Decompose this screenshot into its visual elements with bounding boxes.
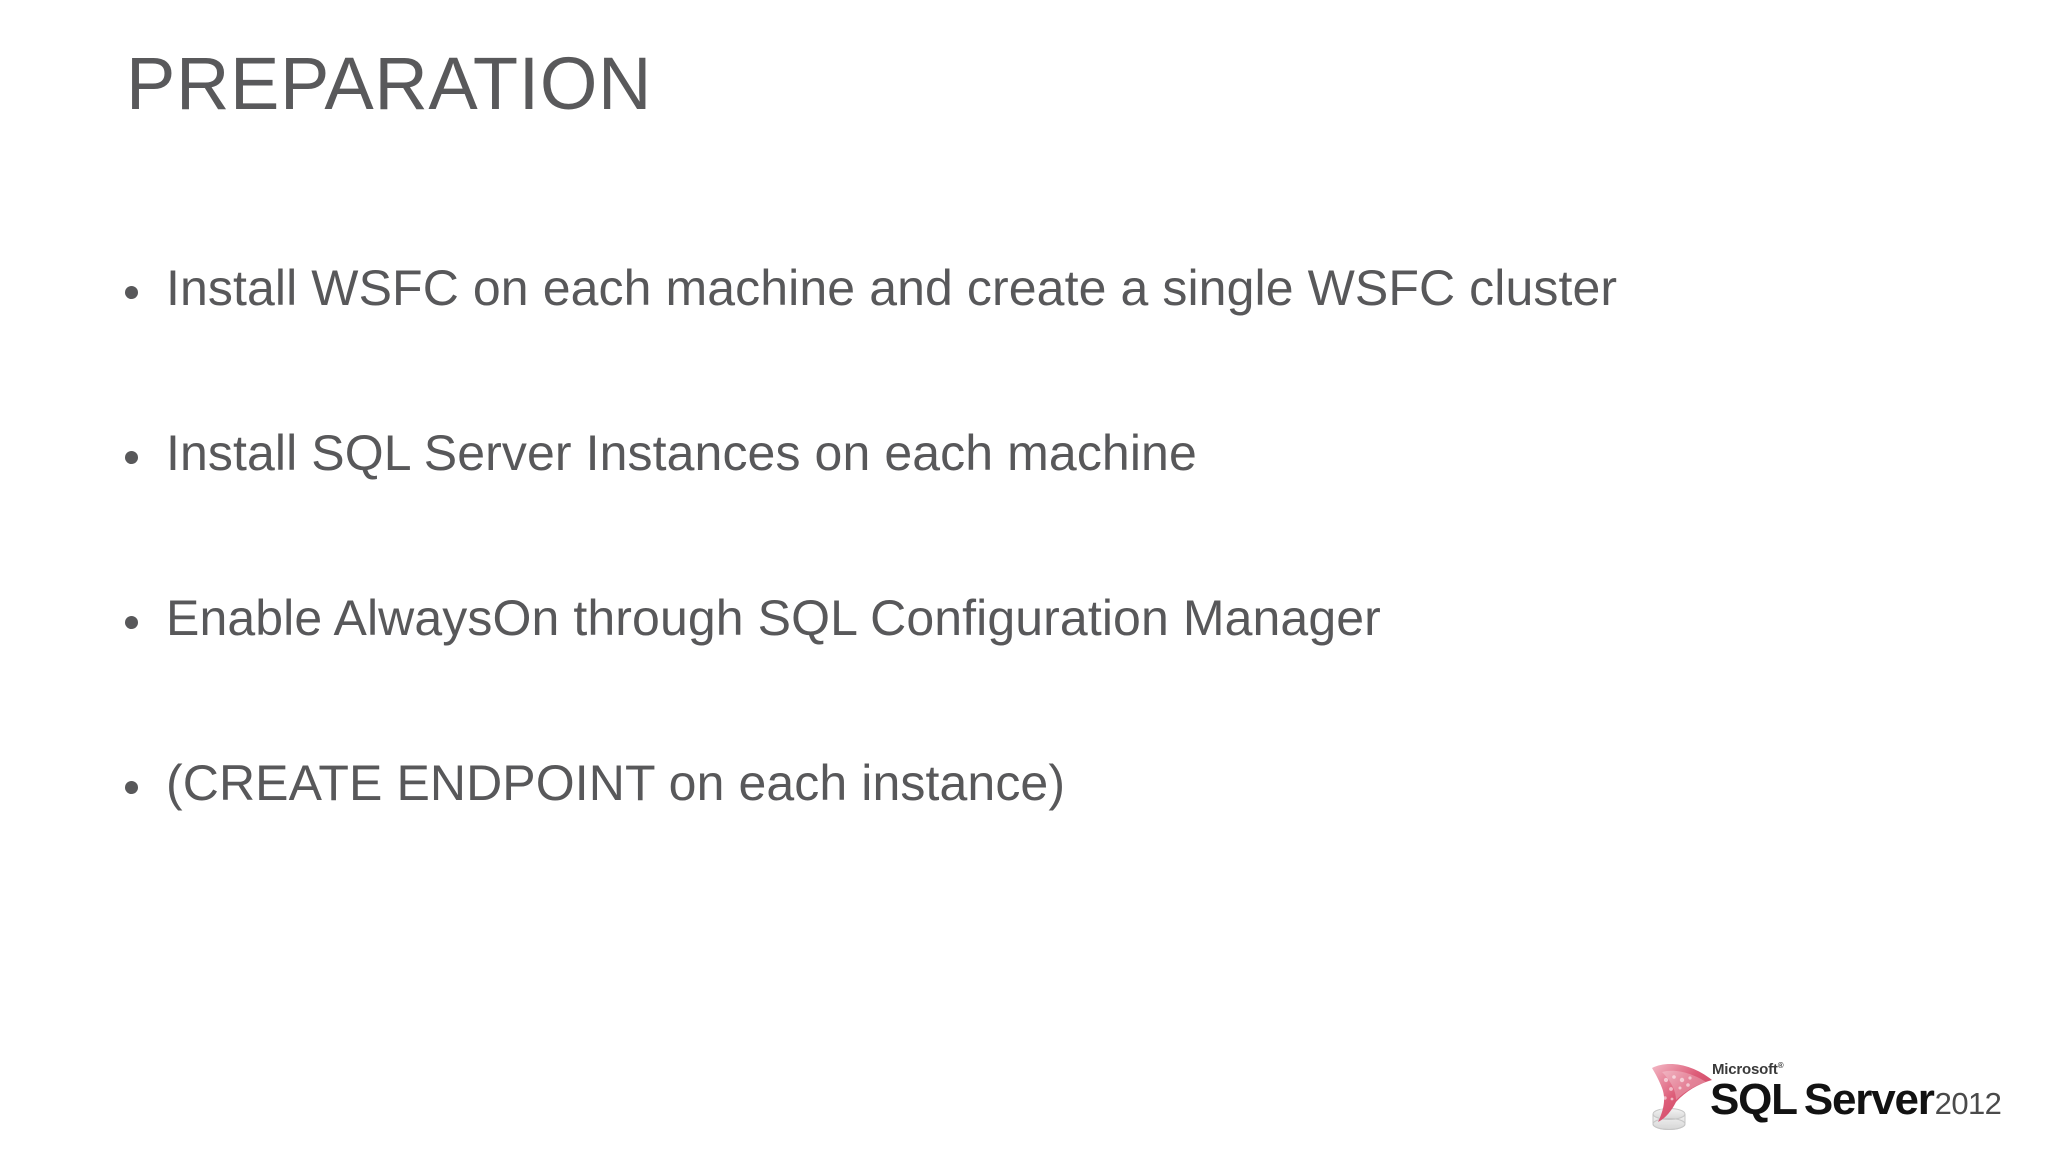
list-item: (CREATE ENDPOINT on each instance) [120, 753, 1940, 918]
sql-server-swoosh-icon [1652, 1064, 1712, 1130]
bullet-list: Install WSFC on each machine and create … [120, 258, 1940, 918]
registered-mark: ® [1777, 1061, 1784, 1070]
bullet-text: Install WSFC on each machine and create … [166, 260, 1618, 316]
bullet-dot-icon [125, 286, 138, 299]
bullet-dot-icon [125, 616, 138, 629]
list-item: Install SQL Server Instances on each mac… [120, 423, 1940, 588]
bullet-text: Install SQL Server Instances on each mac… [166, 425, 1197, 481]
microsoft-text: Microsoft [1712, 1061, 1778, 1078]
bullet-text: Enable AlwaysOn through SQL Configuratio… [166, 590, 1381, 646]
list-item: Install WSFC on each machine and create … [120, 258, 1940, 423]
page-title: PREPARATION [126, 42, 653, 125]
bullet-dot-icon [125, 781, 138, 794]
list-item: Enable AlwaysOn through SQL Configuratio… [120, 588, 1940, 753]
microsoft-label: Microsoft® [1712, 1061, 1784, 1078]
logo-year-text: 2012 [1934, 1086, 2002, 1121]
logo-server-text: Server [1803, 1075, 1935, 1124]
bullet-dot-icon [125, 451, 138, 464]
bullet-text: (CREATE ENDPOINT on each instance) [166, 755, 1066, 811]
logo-sql-text: SQL [1710, 1075, 1798, 1124]
